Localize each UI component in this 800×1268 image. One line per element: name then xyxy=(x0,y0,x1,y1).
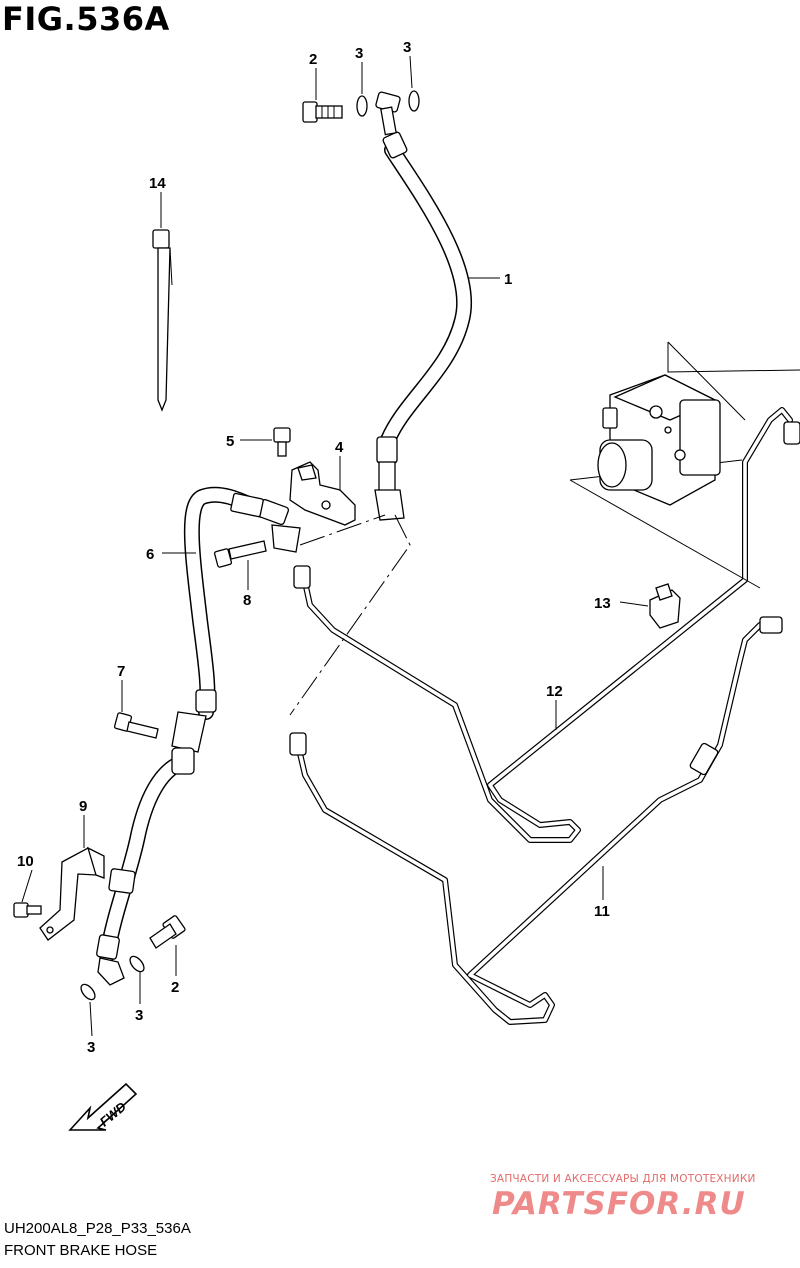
callout-leaders xyxy=(21,55,649,1037)
watermark-logo: PARTSFOR.RU xyxy=(492,1186,746,1222)
callout-7: 7 xyxy=(117,663,125,680)
brake-hose-1[interactable] xyxy=(374,91,473,521)
callout-9: 9 xyxy=(79,798,87,815)
figure-name: FRONT BRAKE HOSE xyxy=(4,1242,158,1259)
cable-tie[interactable] xyxy=(152,229,173,412)
bolt-5[interactable] xyxy=(273,427,291,457)
callout-11: 11 xyxy=(594,903,610,920)
figure-title: FIG.536A xyxy=(2,0,170,38)
washer[interactable] xyxy=(356,95,368,117)
callout-3: 3 xyxy=(355,45,363,62)
callout-1: 1 xyxy=(504,271,512,288)
watermark-tagline: ЗАПЧАСТИ И АКСЕССУАРЫ ДЛЯ МОТОТЕХНИКИ xyxy=(490,1173,756,1185)
callout-10: 10 xyxy=(17,853,34,870)
leader-line xyxy=(289,514,411,716)
callout-8: 8 xyxy=(243,592,251,609)
bracket-4[interactable] xyxy=(289,461,356,526)
washer[interactable] xyxy=(127,954,146,974)
clamp-13[interactable] xyxy=(649,583,681,629)
brake-pipe-11[interactable] xyxy=(289,616,783,1025)
brake-pipe-12[interactable] xyxy=(293,407,800,843)
callout-6: 6 xyxy=(146,546,154,563)
leader-line xyxy=(299,514,386,546)
callout-14: 14 xyxy=(149,175,166,192)
bolt-8[interactable] xyxy=(213,540,267,568)
figure-code: UH200AL8_P28_P33_536A xyxy=(4,1220,191,1237)
callout-4: 4 xyxy=(335,439,344,456)
callout-5: 5 xyxy=(226,433,234,450)
callout-3: 3 xyxy=(135,1007,143,1024)
callout-2: 2 xyxy=(171,979,179,996)
washer[interactable] xyxy=(78,982,97,1002)
callout-12: 12 xyxy=(546,683,563,700)
bolt-10[interactable] xyxy=(13,902,42,918)
brake-hose-6[interactable] xyxy=(96,486,301,986)
callout-3: 3 xyxy=(87,1039,95,1056)
callout-2: 2 xyxy=(309,51,317,68)
washer[interactable] xyxy=(408,90,420,112)
bracket-9[interactable] xyxy=(39,846,105,941)
fwd-arrow-icon: FWD xyxy=(68,1082,138,1131)
callout-13: 13 xyxy=(594,595,611,612)
bolt-7[interactable] xyxy=(113,712,159,739)
callout-3: 3 xyxy=(403,39,411,56)
abs-unit xyxy=(569,341,800,589)
union-bolt-lower[interactable] xyxy=(149,915,186,949)
union-bolt-upper[interactable] xyxy=(302,101,343,123)
